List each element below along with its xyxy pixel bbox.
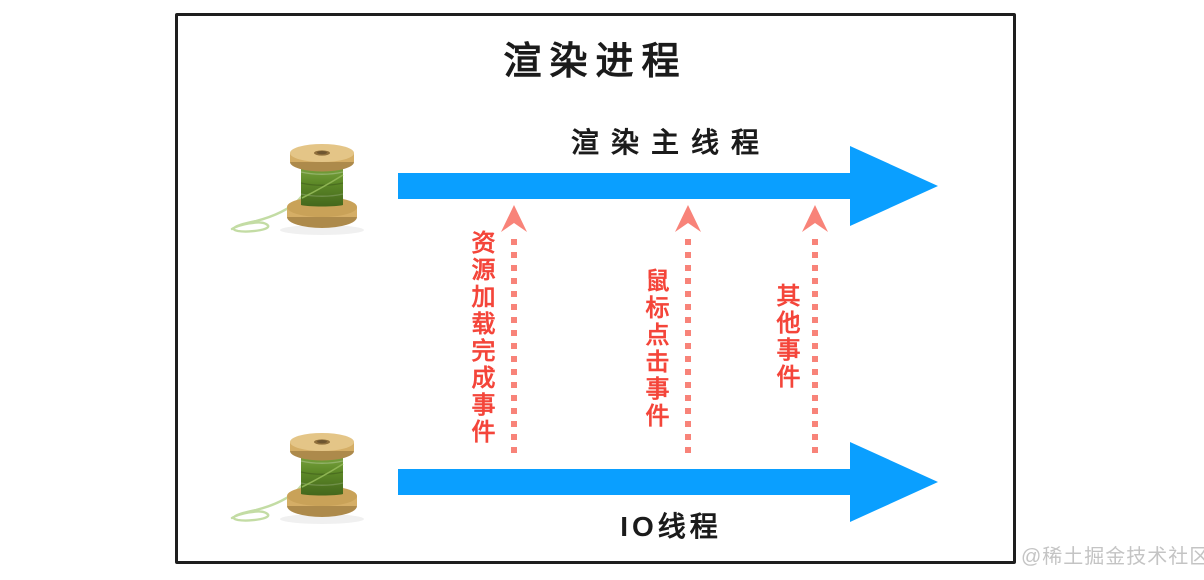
- thread-spool-icon: [230, 144, 364, 235]
- event-label-resource-load: 资源加载完成事件: [467, 230, 494, 446]
- event-arrow-up-icon: [501, 205, 527, 460]
- watermark: @稀土掘金技术社区: [1021, 546, 1204, 568]
- diagram-title: 渲染进程: [503, 41, 688, 83]
- io-thread-label: IO线程: [620, 511, 722, 542]
- main-thread-label: 渲染主线程: [570, 127, 771, 158]
- main-thread-arrow: [398, 146, 938, 226]
- event-arrow-up-icon: [675, 205, 701, 460]
- thread-spool-icon: [230, 433, 364, 524]
- io-thread-arrow: [398, 442, 938, 522]
- event-label-other: 其他事件: [772, 283, 799, 391]
- event-arrow-up-icon: [802, 205, 828, 460]
- event-label-mouse-click: 鼠标点击事件: [641, 268, 668, 430]
